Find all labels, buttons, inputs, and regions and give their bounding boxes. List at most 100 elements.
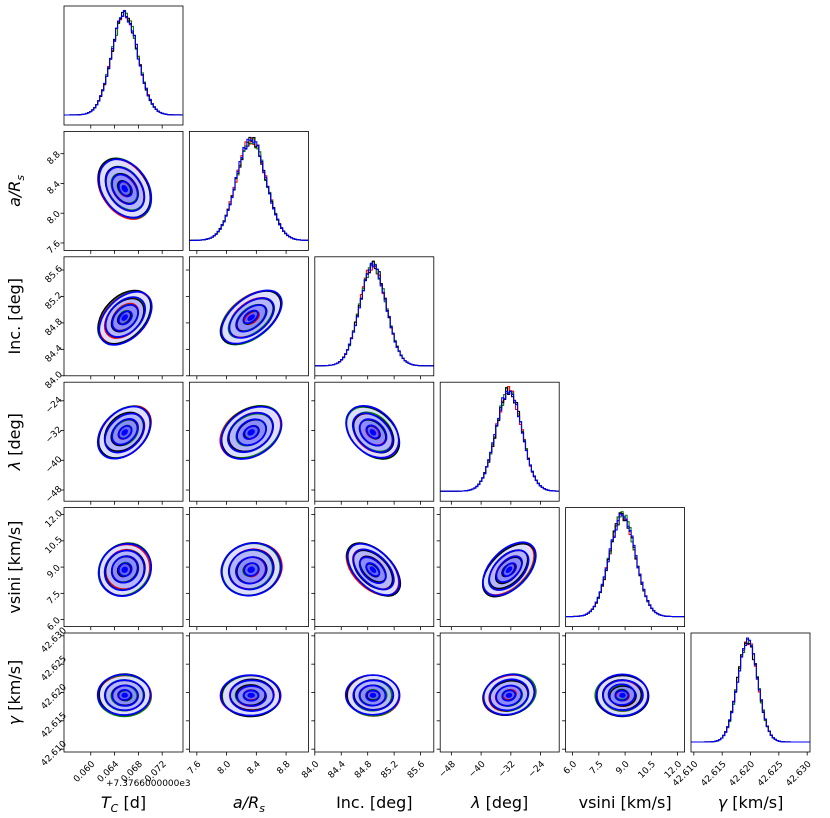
x-offset-label-tc: +7.3766000000e3 xyxy=(106,779,191,789)
panel-vsini-vsini xyxy=(565,507,685,631)
panel-ars-vsini xyxy=(185,507,309,631)
contour-line-series-3 xyxy=(228,297,275,339)
contour-line-series-3 xyxy=(236,685,267,707)
contour-line-series-3 xyxy=(614,689,630,702)
contour-line-series-3 xyxy=(235,556,267,585)
panel-ars-ars xyxy=(188,130,309,254)
histogram-ars-series-1 xyxy=(189,136,309,241)
histogram-tc-series-2 xyxy=(64,10,183,116)
panel-frame xyxy=(439,381,560,502)
x-axis-label-lam: λ [deg] xyxy=(470,793,528,812)
contour-line-series-3 xyxy=(489,678,530,712)
contour-line-series-3 xyxy=(117,425,133,440)
y-tick-label-inc: 85.2 xyxy=(44,291,65,312)
contour-line-series-3 xyxy=(358,684,387,707)
contour-line-series-3 xyxy=(242,425,260,440)
histogram-vsini-series-1 xyxy=(565,511,685,618)
histogram-ars-series-2 xyxy=(189,136,309,241)
contour-line-series-3 xyxy=(344,674,401,716)
histogram-inc-series-3 xyxy=(314,262,434,367)
y-tick-label-lam: −32 xyxy=(44,425,65,446)
x-axis-label-inc: Inc. [deg] xyxy=(336,793,412,812)
panel-frame xyxy=(63,5,184,126)
panel-lam-gamma: −48−40−32−24 xyxy=(436,632,560,781)
histogram-vsini-series-0 xyxy=(565,512,685,618)
histogram-tc-series-1 xyxy=(64,10,183,116)
histogram-vsini-series-3 xyxy=(565,513,685,618)
contour-line-series-3 xyxy=(98,158,153,219)
contour-core xyxy=(369,429,377,436)
contour-line-series-3 xyxy=(243,562,260,577)
y-axis-label-lam: λ [deg] xyxy=(5,413,24,471)
contour-line-series-3 xyxy=(235,418,267,447)
contour-line-series-3 xyxy=(488,549,530,591)
contour-line-series-3 xyxy=(111,418,139,446)
histogram-lam-series-0 xyxy=(440,386,560,492)
contour-core xyxy=(247,692,255,698)
contour-core xyxy=(619,692,626,698)
contour-line-series-3 xyxy=(502,562,517,577)
contour-core xyxy=(247,566,255,574)
x-tick-label-inc: 85.2 xyxy=(379,760,400,781)
contour-line-series-3 xyxy=(220,289,283,345)
contour-line-series-3 xyxy=(242,309,259,325)
contour-line-series-2 xyxy=(609,685,637,707)
histogram-ars-series-3 xyxy=(189,138,309,241)
contour-line-series-3 xyxy=(602,679,644,712)
histogram-gamma-series-2 xyxy=(691,642,810,743)
x-tick-label-inc: 84.8 xyxy=(353,759,374,780)
y-tick-label-lam: −48 xyxy=(44,484,65,505)
x-tick-label-ars: 8.0 xyxy=(216,759,233,776)
contour-line-series-3 xyxy=(365,562,381,577)
y-axis-label-inc: Inc. [deg] xyxy=(5,278,24,354)
histogram-gamma-series-0 xyxy=(691,640,810,743)
y-tick-label-vsini: 12.0 xyxy=(44,509,65,530)
x-tick-label-inc: 84.4 xyxy=(327,759,348,780)
x-tick-label-lam: −48 xyxy=(437,759,458,780)
contour-line-series-3 xyxy=(104,679,146,712)
panel-tc-tc xyxy=(63,5,184,129)
x-axis-label-vsini: vsini [km/s] xyxy=(579,793,672,812)
x-axis-label-tc: TC [d] xyxy=(101,793,146,815)
panel-tc-ars: 7.68.08.48.8 xyxy=(46,130,184,256)
x-tick-label-vsini: 7.5 xyxy=(588,760,605,777)
histogram-lam-series-1 xyxy=(440,387,560,492)
contour-line-series-3 xyxy=(495,555,523,583)
y-tick-label-inc: 84.4 xyxy=(44,343,65,364)
contour-core xyxy=(121,566,128,574)
contour-line-series-3 xyxy=(365,689,381,702)
x-axis-label-gamma: γ [km/s] xyxy=(718,793,784,812)
contour-line-series-3 xyxy=(358,556,387,584)
contour-line-series-3 xyxy=(98,543,152,597)
contour-line-series-3 xyxy=(220,542,282,597)
y-tick-label-inc: 84.8 xyxy=(44,317,65,338)
contour-core xyxy=(247,429,255,436)
x-tick-label-ars: 7.6 xyxy=(186,759,203,776)
contour-line-series-3 xyxy=(352,548,395,591)
y-tick-label-vsini: 7.5 xyxy=(46,589,63,606)
contour-core xyxy=(121,429,128,436)
contour-line-series-3 xyxy=(219,674,282,717)
panel-inc-vsini xyxy=(311,507,435,631)
panel-frame xyxy=(188,381,309,502)
histogram-inc-series-1 xyxy=(314,261,434,367)
contour-line-series-3 xyxy=(111,684,139,707)
panel-ars-lam xyxy=(185,381,309,505)
contour-line-series-3 xyxy=(346,543,401,596)
x-tick-label-lam: −32 xyxy=(497,760,518,781)
contour-line-series-3 xyxy=(118,180,133,198)
panel-frame xyxy=(63,130,184,251)
histogram-vsini-series-2 xyxy=(565,512,685,618)
contour-line-series-3 xyxy=(482,673,536,716)
y-axis-label-gamma: γ [km/s] xyxy=(5,660,24,726)
contour-line-series-3 xyxy=(607,683,636,706)
contour-core xyxy=(247,314,255,321)
x-axis-label-ars: a/Rs xyxy=(233,793,265,815)
y-tick-label-lam: −24 xyxy=(44,395,65,416)
y-tick-label-ars: 7.6 xyxy=(46,239,63,256)
y-tick-label-vsini: 10.5 xyxy=(44,535,65,556)
panel-frame xyxy=(314,381,435,502)
